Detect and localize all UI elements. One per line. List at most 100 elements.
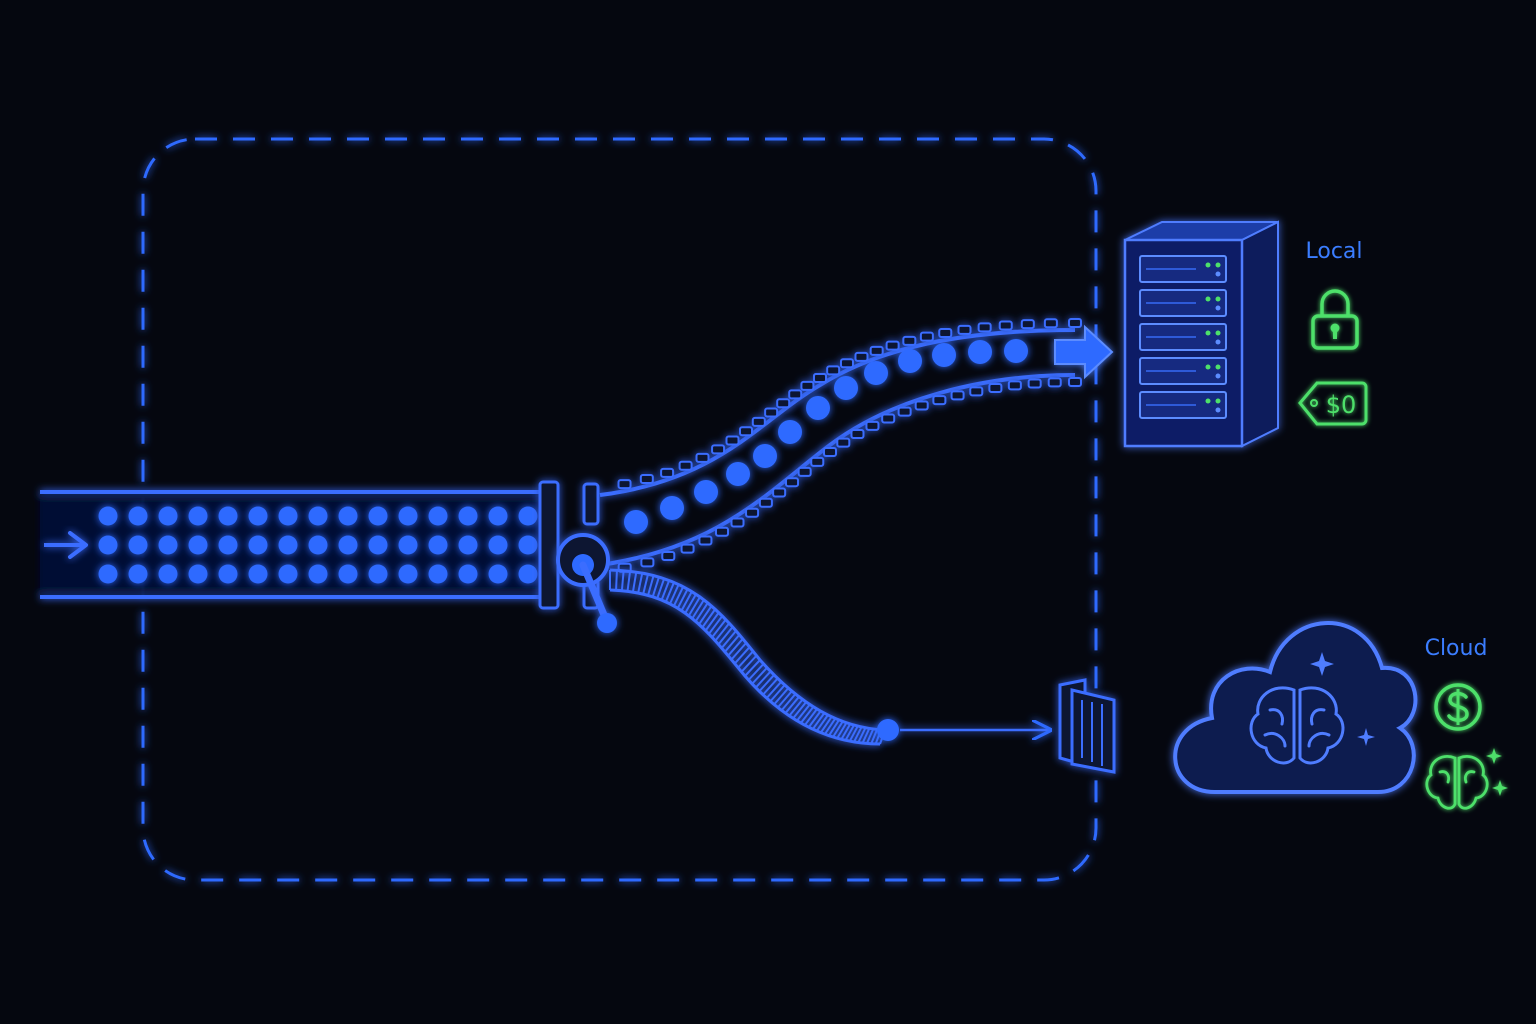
track-rung xyxy=(844,724,855,741)
local-label: Local xyxy=(1305,239,1362,264)
track-rung xyxy=(740,654,758,673)
request-dot xyxy=(694,480,718,504)
track-rung xyxy=(651,576,660,598)
request-dot xyxy=(248,535,268,555)
track-rung xyxy=(704,612,720,632)
track-rung xyxy=(664,582,675,603)
request-dot xyxy=(428,535,448,555)
request-dot xyxy=(458,506,478,526)
status-led xyxy=(1215,271,1221,277)
track-rung xyxy=(631,571,638,593)
track-rung xyxy=(691,599,705,620)
request-dot xyxy=(488,506,508,526)
track-tie xyxy=(850,428,865,439)
track-rung xyxy=(717,626,734,646)
track-rung xyxy=(796,703,811,722)
request-dot xyxy=(898,349,922,373)
track-tie xyxy=(764,407,779,418)
track-tie xyxy=(797,466,812,477)
track-tie xyxy=(640,557,655,568)
track-tie xyxy=(950,390,965,401)
track-tie xyxy=(711,444,726,455)
track-tie xyxy=(1068,318,1082,328)
track-rung xyxy=(853,726,863,743)
track-rung xyxy=(754,670,772,689)
request-dot xyxy=(98,564,118,584)
local-request-dots xyxy=(624,339,1028,534)
request-dot xyxy=(660,496,684,520)
track-tie xyxy=(1020,319,1035,330)
track-rung xyxy=(711,618,727,638)
status-led xyxy=(1205,330,1211,336)
track-rung xyxy=(777,690,793,709)
status-led xyxy=(1215,330,1221,336)
pipe-junction xyxy=(538,480,600,610)
track-rung xyxy=(800,706,815,724)
track-tie xyxy=(739,426,754,437)
track-rung xyxy=(780,693,797,712)
request-dot xyxy=(308,535,328,555)
track-tie xyxy=(730,517,745,528)
track-rung xyxy=(788,698,804,717)
track-rung xyxy=(758,674,775,692)
track-rung xyxy=(811,712,826,730)
cloud-branch-rungs xyxy=(609,570,886,745)
request-dot xyxy=(308,564,328,584)
request-dot xyxy=(518,535,538,555)
track-rung xyxy=(626,571,632,592)
price-tag-text: $0 xyxy=(1326,391,1357,419)
track-rung xyxy=(824,717,837,735)
track-tie xyxy=(902,335,917,346)
track-rung xyxy=(680,591,693,612)
track-rung xyxy=(848,725,859,742)
request-dot xyxy=(753,444,777,468)
track-rung xyxy=(765,681,782,699)
track-rung xyxy=(733,646,751,665)
track-rung xyxy=(701,608,716,629)
track-rung xyxy=(656,578,666,599)
track-rung xyxy=(698,605,713,625)
request-dot xyxy=(368,535,388,555)
track-rung xyxy=(724,634,741,653)
request-dot xyxy=(158,535,178,555)
request-dot xyxy=(338,535,358,555)
request-dot xyxy=(864,361,888,385)
request-dot xyxy=(218,506,238,526)
request-dot xyxy=(278,535,298,555)
request-dot xyxy=(518,564,538,584)
track-rung xyxy=(803,708,818,726)
request-dot xyxy=(518,506,538,526)
status-led xyxy=(1215,339,1221,345)
request-dot xyxy=(188,506,208,526)
track-tie xyxy=(885,340,900,351)
track-tie xyxy=(745,507,760,518)
track-tie xyxy=(678,460,693,471)
track-rung xyxy=(832,720,844,738)
track-tie xyxy=(881,413,896,424)
request-dot xyxy=(128,564,148,584)
track-tie xyxy=(897,406,912,417)
track-tie xyxy=(785,477,800,488)
track-tie xyxy=(919,331,934,342)
price-tag-icon: $0 xyxy=(1298,381,1368,426)
track-rung xyxy=(669,584,680,605)
track-tie xyxy=(1043,318,1058,329)
track-tie xyxy=(969,386,984,397)
track-tie xyxy=(758,497,773,508)
cloud-label: Cloud xyxy=(1425,636,1488,661)
track-tie xyxy=(854,351,869,362)
request-dot xyxy=(428,506,448,526)
track-rung xyxy=(828,719,840,737)
track-tie xyxy=(617,479,632,490)
track-rung xyxy=(615,570,618,591)
track-rung xyxy=(720,630,737,649)
brain-sparkle-icon xyxy=(1425,748,1508,810)
track-rung xyxy=(857,727,867,744)
track-tie xyxy=(957,324,972,335)
track-rung xyxy=(769,684,786,703)
cloud-route-line xyxy=(877,719,1050,741)
request-dot xyxy=(1004,339,1028,363)
status-led xyxy=(1205,262,1211,268)
track-tie xyxy=(826,365,841,376)
track-rung xyxy=(870,729,879,745)
